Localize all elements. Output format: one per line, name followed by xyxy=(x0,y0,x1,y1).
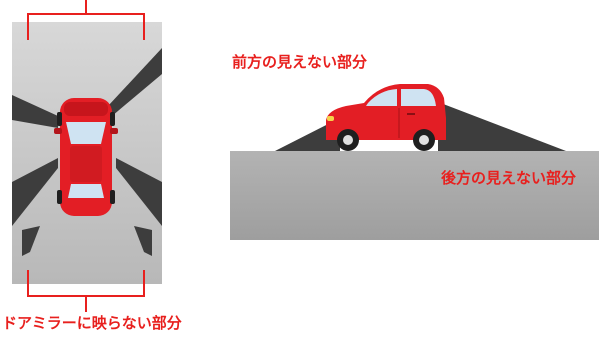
car-side-view xyxy=(326,84,446,151)
mirror-blind-spot-label: ドアミラーに映らない部分 xyxy=(2,314,182,332)
car-top-windshield xyxy=(66,122,106,144)
blind-zone-front xyxy=(275,118,340,151)
car-top-wheel-rr xyxy=(110,190,115,204)
car-side-front-window xyxy=(366,89,397,106)
side-view xyxy=(230,84,599,240)
blind-zone-front-left xyxy=(12,95,58,128)
car-side-door-handle xyxy=(407,113,415,115)
car-side-hubcap-front xyxy=(343,135,353,145)
blind-zone-side-right xyxy=(134,226,152,256)
car-top-view xyxy=(54,98,118,216)
blind-zone-front-right xyxy=(108,48,162,116)
car-side-hubcap-rear xyxy=(419,135,429,145)
car-top-wheel-fr xyxy=(110,112,115,126)
car-top-mirror-left xyxy=(54,128,62,134)
car-top-rear-window xyxy=(68,184,104,198)
top-view xyxy=(12,0,162,312)
front-blind-spot-label: 前方の見えない部分 xyxy=(232,53,368,71)
car-top-mirror-right xyxy=(110,128,118,134)
car-top-wheel-rl xyxy=(57,190,62,204)
car-side-headlight xyxy=(327,116,334,121)
blind-zone-side-left xyxy=(22,226,40,256)
bracket-top xyxy=(27,0,145,40)
blind-zone-rear-right xyxy=(116,158,162,226)
ground-block xyxy=(230,151,599,240)
car-top-hood-shade xyxy=(64,102,108,116)
blind-zone-rear-left xyxy=(12,158,58,226)
car-top-wheel-fl xyxy=(57,112,62,126)
bracket-bottom xyxy=(27,270,145,312)
blind-zone-rear xyxy=(438,102,566,151)
car-top-roof xyxy=(70,146,102,182)
rear-blind-spot-label: 後方の見えない部分 xyxy=(441,169,577,187)
car-side-rear-window xyxy=(401,89,436,106)
